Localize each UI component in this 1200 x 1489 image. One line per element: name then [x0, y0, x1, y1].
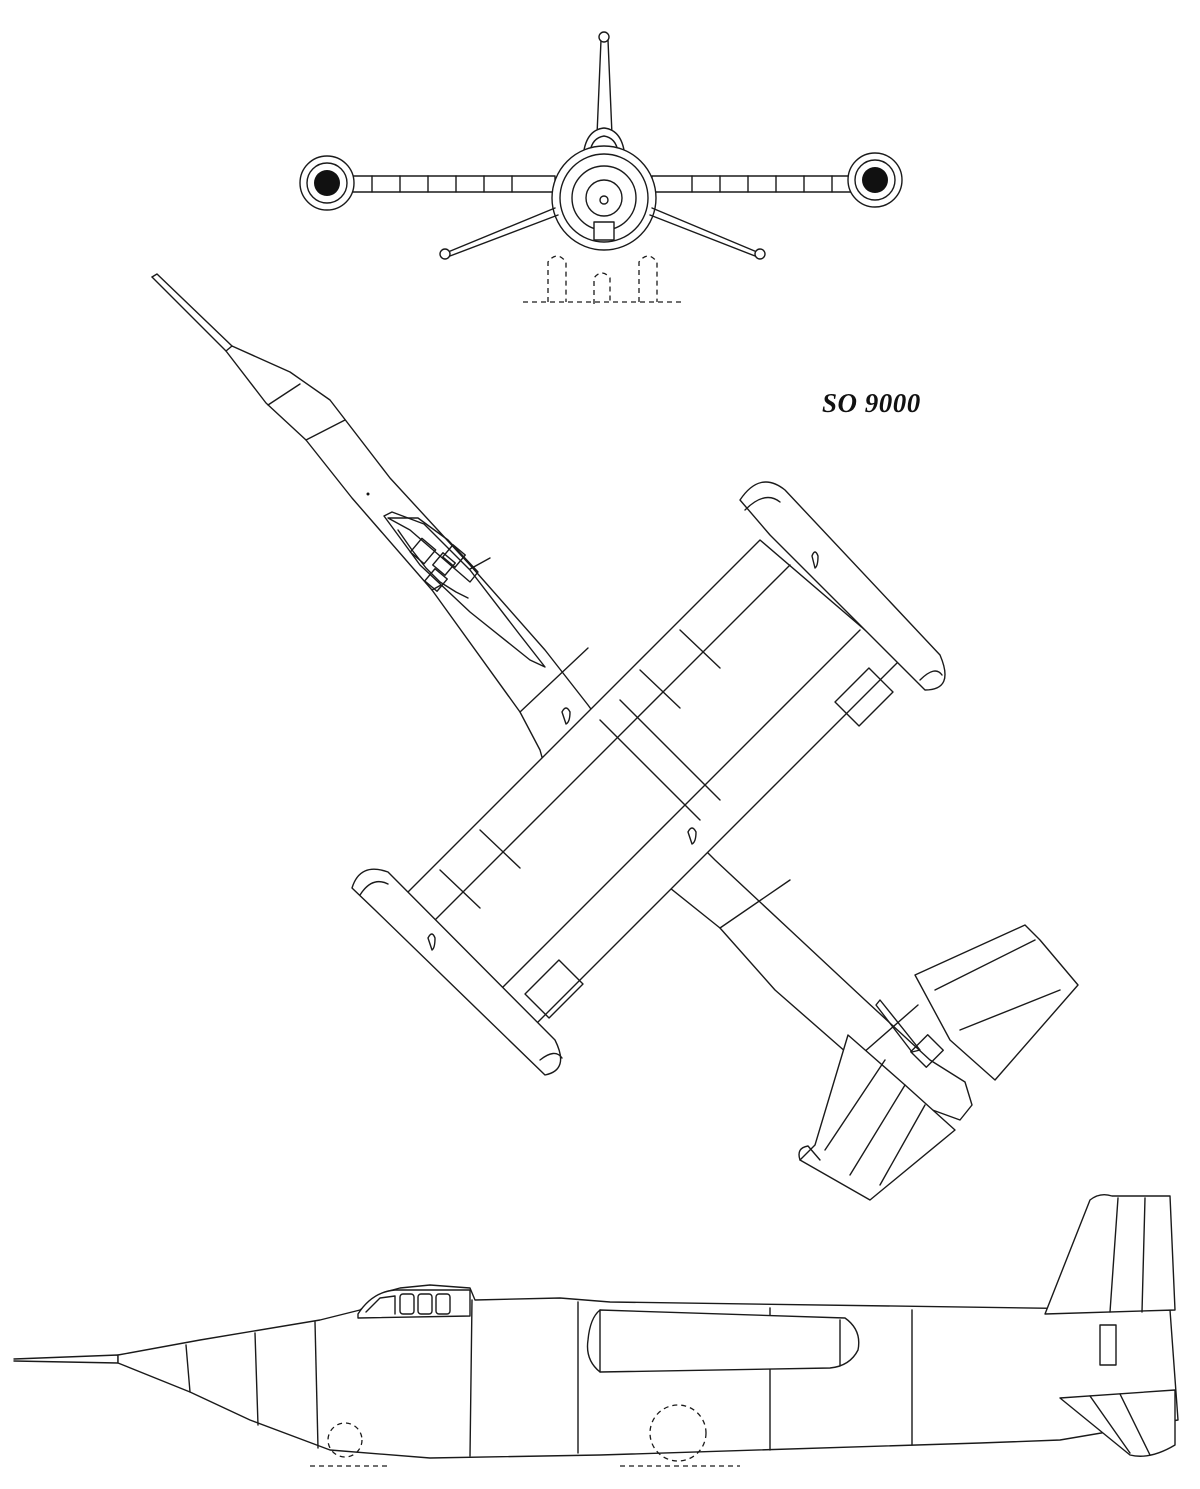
canopy-outline [383, 511, 546, 668]
lower-left-engine-pod [351, 868, 563, 1076]
upper-right-engine-pod [739, 481, 946, 691]
side-view [13, 1193, 1179, 1467]
left-engine-nacelle [299, 155, 355, 211]
top-view [151, 273, 1079, 1201]
right-horizontal-stabilizer [914, 924, 1079, 1081]
vertical-tail [1044, 1193, 1176, 1315]
aircraft-title: SO 9000 [822, 388, 921, 418]
side-engine-nacelle [586, 1309, 860, 1373]
front-view [299, 31, 903, 304]
right-engine-nacelle [847, 152, 903, 208]
wing-rib-lines [371, 175, 833, 193]
